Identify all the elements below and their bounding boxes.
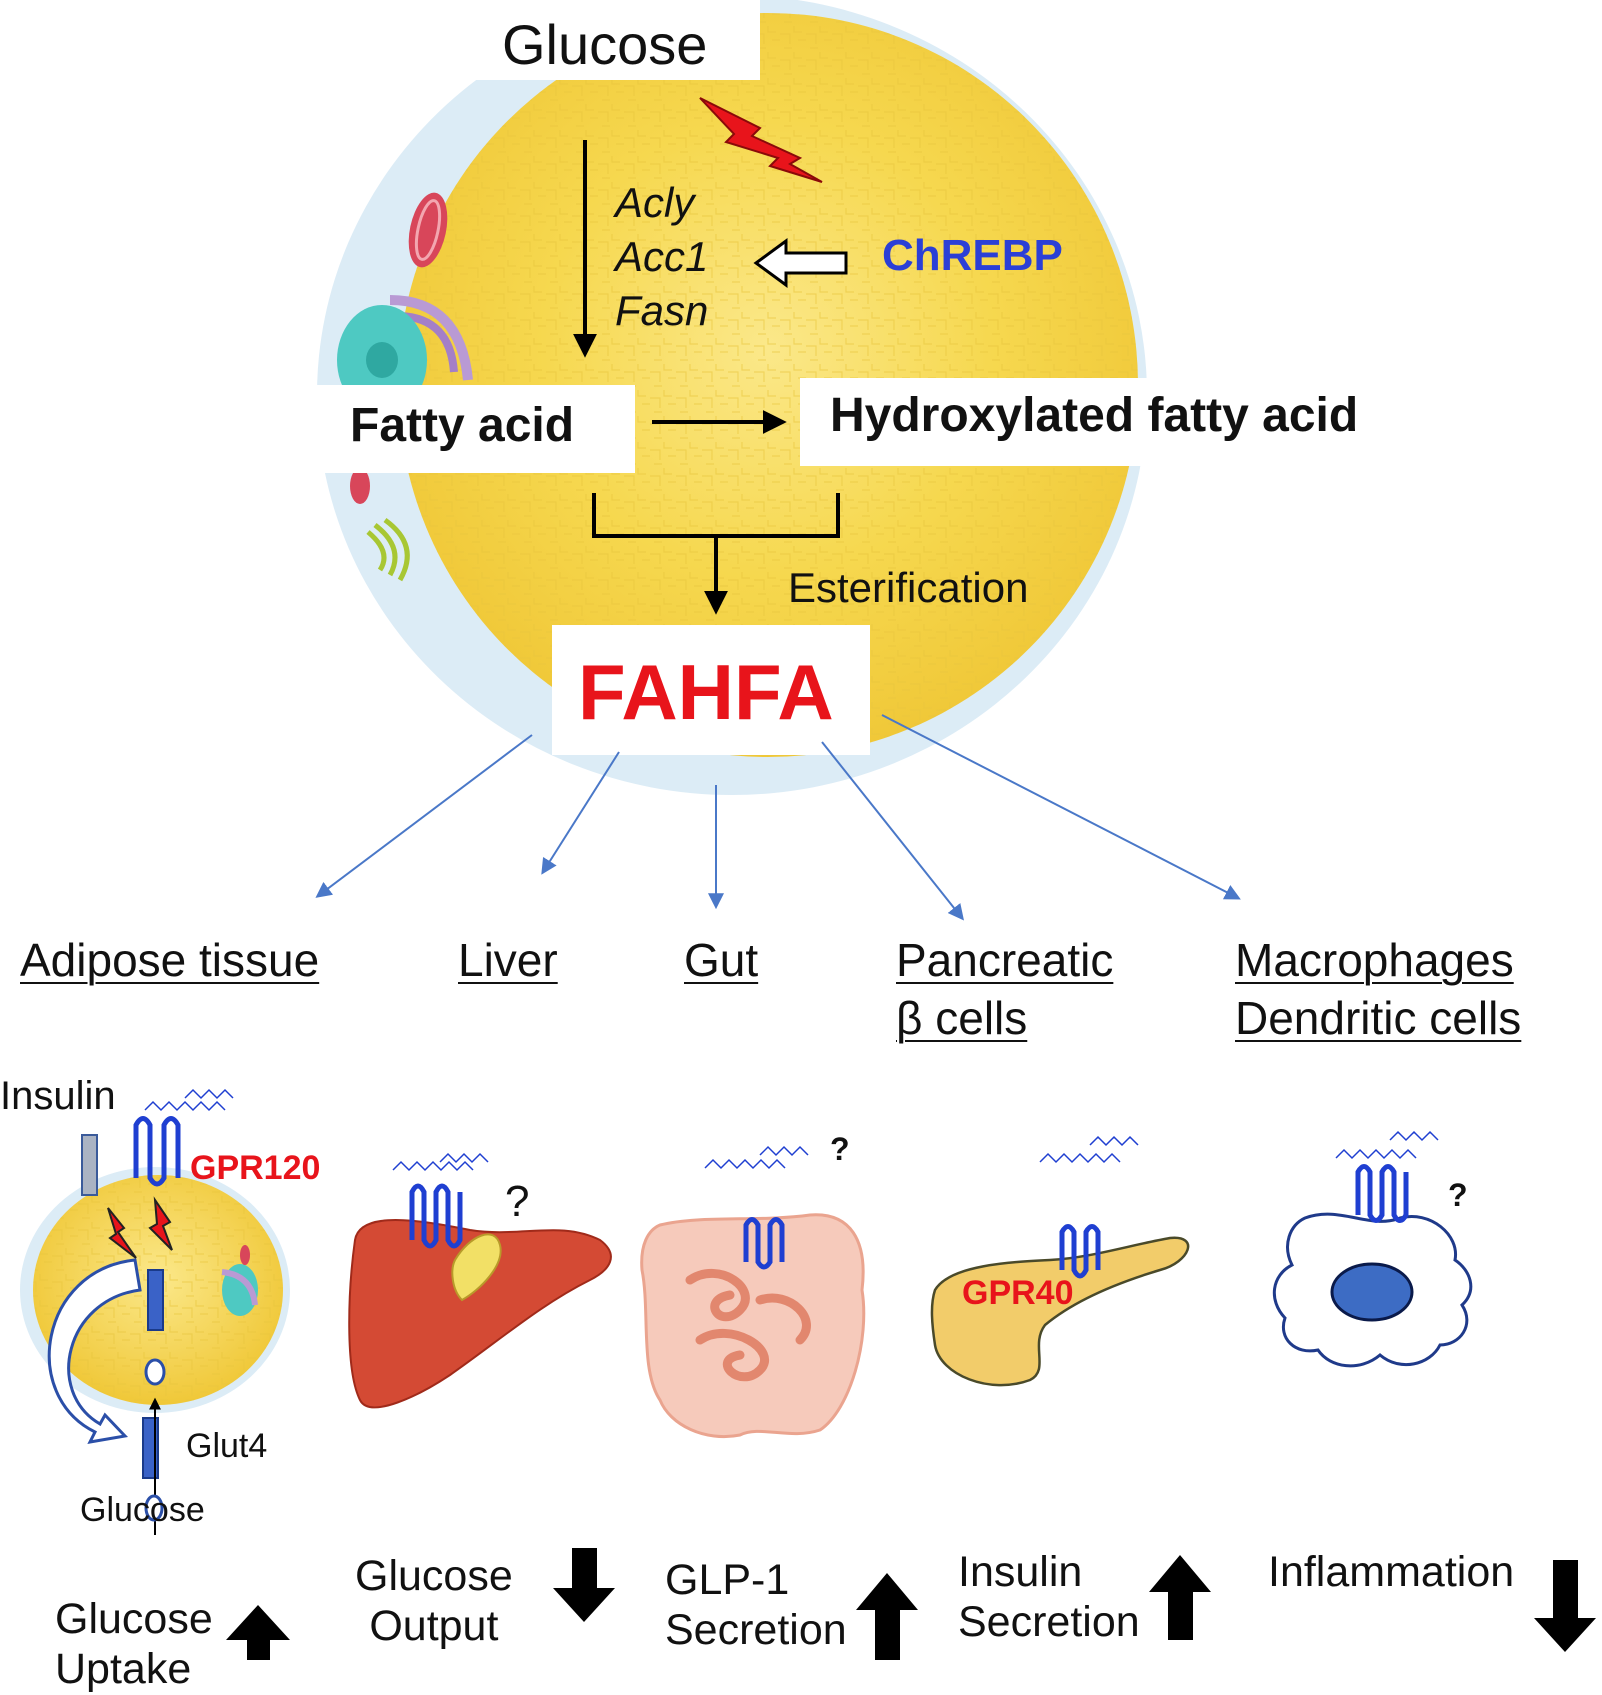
pancreas-icon [930, 1236, 1190, 1387]
up-arrow-icon [856, 1573, 918, 1660]
gpr40-label: GPR40 [962, 1274, 1074, 1312]
macrophage-panel [1272, 1130, 1473, 1368]
effect-glucose-output: Glucose Output [355, 1552, 513, 1652]
glut4-label: Glut4 [186, 1427, 268, 1465]
glucose-small-label: Glucose [80, 1491, 205, 1529]
receptor-icon [743, 1217, 785, 1270]
insulin-label: Insulin [0, 1074, 116, 1118]
macrophage-question-mark: ? [1448, 1177, 1468, 1213]
effect-glp1-line1: GLP-1 [665, 1556, 790, 1604]
effect-glucose-output-line1: Glucose [355, 1552, 513, 1600]
arrow-adipose [315, 734, 533, 898]
gpr120-label: GPR120 [190, 1149, 321, 1187]
effect-insulin-secretion: Insulin Secretion [958, 1548, 1140, 1648]
effect-glp1: GLP-1 Secretion [665, 1556, 847, 1656]
arrow-immune [881, 714, 1241, 900]
liver-panel [348, 1152, 612, 1409]
fatty-acid-label: Fatty acid [350, 399, 575, 452]
fahfa-lipid-icon [704, 1145, 809, 1170]
effect-insulin-secretion-line2: Secretion [958, 1597, 1140, 1646]
glucose-box [468, 0, 760, 80]
lightning-icon [148, 1196, 173, 1251]
hydroxylated-fatty-acid-label: Hydroxylated fatty acid [830, 389, 1359, 442]
fahfa-box [552, 625, 870, 755]
fahfa-lipid-icon [1335, 1130, 1439, 1160]
effect-glp1-line2: Secretion [665, 1605, 847, 1654]
tissue-pancreatic-line2: β cells [896, 991, 1028, 1044]
down-arrow-icon [553, 1548, 615, 1622]
effect-glucose-uptake: Glucose Uptake [55, 1595, 213, 1695]
fahfa-label: FAHFA [578, 648, 834, 736]
tissue-immune-line1: Macrophages [1235, 934, 1514, 986]
effect-glucose-uptake-line2: Uptake [55, 1644, 192, 1693]
effect-glucose-output-line2: Output [369, 1601, 499, 1650]
glucose-label: Glucose [502, 13, 708, 76]
chrebp-label: ChREBP [882, 231, 1063, 280]
er-icon [366, 517, 410, 582]
lightning-icon [107, 1207, 137, 1259]
liver-question-mark: ? [505, 1177, 530, 1226]
tissue-pancreatic-line1: Pancreatic [896, 934, 1114, 986]
enzyme-acly: Acly [615, 179, 695, 226]
tissue-gut: Gut [684, 934, 759, 986]
glut4-vesicle [147, 1269, 164, 1331]
liver-icon [348, 1219, 612, 1409]
adipose-panel [20, 1088, 290, 1535]
effect-arrows [226, 1548, 1596, 1660]
lightning-icon [699, 97, 823, 183]
receptor-icon [1355, 1164, 1409, 1223]
fahfa-lipid-icon [392, 1152, 489, 1172]
enzyme-fasn: Fasn [615, 287, 709, 334]
arrow-pancreas [821, 741, 964, 921]
tissue-adipose: Adipose tissue [20, 934, 320, 986]
tissue-immune: Macrophages Dendritic cells [1235, 932, 1521, 1047]
translocation-arrow [47, 1258, 142, 1444]
glucose-molecule-icon [144, 1358, 166, 1386]
effect-glucose-uptake-line1: Glucose [55, 1595, 213, 1643]
gpr40-receptor-icon [1059, 1224, 1101, 1279]
gut-panel [640, 1145, 866, 1439]
tissue-liver: Liver [458, 934, 558, 986]
hydroxylated-box [800, 378, 1405, 466]
tissue-immune-line2: Dendritic cells [1235, 991, 1522, 1044]
intestine-icon [640, 1213, 866, 1439]
up-arrow-icon [226, 1605, 290, 1660]
fahfa-lipid-icon [1039, 1135, 1139, 1164]
glucose-entering-icon [144, 1494, 164, 1522]
effect-inflammation: Inflammation [1268, 1548, 1515, 1596]
chrebp-arrow [753, 238, 848, 288]
fatty-acid-box [310, 385, 635, 473]
pancreas-panel [930, 1135, 1190, 1387]
mitochondria-small-icon [350, 468, 370, 504]
effect-insulin-secretion-line1: Insulin [958, 1548, 1083, 1596]
esterification-label: Esterification [788, 564, 1029, 611]
down-arrow-icon [1534, 1560, 1596, 1652]
gpr120-receptor-icon [133, 1116, 181, 1187]
receptor-icon [409, 1183, 463, 1249]
tissue-pancreatic: Pancreatic β cells [896, 932, 1113, 1047]
up-arrow-icon [1149, 1555, 1211, 1640]
nucleus-icon [1330, 1262, 1414, 1322]
tissue-arrows [315, 714, 1241, 921]
gut-question-mark: ? [830, 1131, 850, 1167]
enzyme-acc1: Acc1 [615, 233, 709, 280]
mitochondria-icon [408, 192, 448, 268]
insulin-receptor [81, 1134, 98, 1196]
fahfa-lipid-icon [144, 1088, 234, 1112]
arrow-liver [541, 751, 620, 875]
